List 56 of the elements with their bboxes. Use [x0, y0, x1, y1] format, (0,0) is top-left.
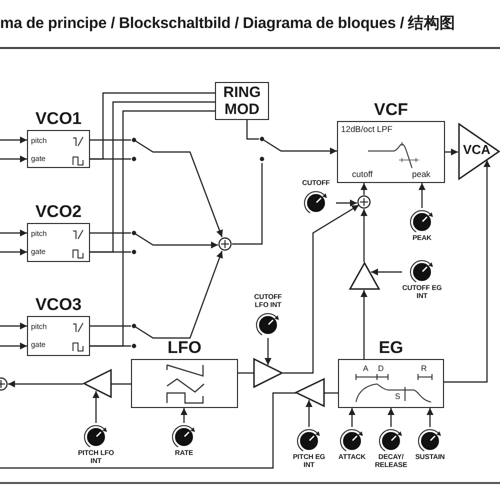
port-label: peak	[412, 170, 430, 178]
module-title: LFO	[166, 338, 202, 358]
module-title: VCF	[373, 100, 409, 120]
arrow	[360, 183, 368, 195]
port-label: cutoff	[352, 170, 373, 178]
arrow	[418, 183, 426, 208]
arrow	[0, 136, 27, 144]
connector-line	[90, 92, 215, 160]
connector-line	[90, 101, 215, 253]
arrow	[160, 151, 223, 238]
arrow	[348, 408, 356, 427]
connector-line	[238, 372, 254, 374]
connector-line	[90, 139, 131, 141]
arrow	[336, 200, 357, 206]
arrow	[360, 290, 368, 359]
connector-line	[324, 392, 338, 394]
arrow	[444, 160, 490, 383]
module-title: VCO3	[34, 295, 83, 315]
port-label: 12dB/oct LPF	[341, 125, 393, 134]
connector-line	[90, 110, 215, 347]
arrow	[264, 338, 272, 365]
connector-line	[0, 392, 296, 469]
arrow	[92, 391, 100, 423]
module-title: RING MOD	[222, 84, 262, 118]
module-title: VCA	[463, 143, 490, 156]
port-label: R	[421, 365, 427, 373]
arrow	[160, 242, 218, 248]
arrow	[426, 408, 434, 427]
arrow	[0, 156, 27, 162]
arrow	[388, 408, 394, 427]
connector-line	[90, 325, 131, 327]
arrow	[8, 380, 83, 388]
arrow	[371, 268, 402, 276]
module-title: VCO1	[34, 109, 83, 129]
connector-line	[90, 232, 131, 234]
arrow	[180, 408, 188, 423]
arrow	[0, 248, 27, 256]
module-title: EG	[378, 338, 404, 358]
arrow	[360, 209, 368, 262]
arrow	[306, 400, 312, 427]
arrow	[0, 322, 27, 330]
arrow	[0, 230, 27, 236]
arrow	[445, 148, 458, 156]
arrow	[0, 342, 27, 350]
port-label: D	[378, 365, 384, 373]
module-title: VCO2	[34, 202, 83, 222]
connector-line	[246, 120, 259, 140]
ring-modulator-box	[215, 82, 269, 120]
connector-line	[111, 383, 131, 385]
arrow	[285, 148, 337, 154]
port-label: A	[363, 365, 368, 373]
arrow	[160, 250, 223, 339]
connector-line	[232, 163, 263, 245]
diagram-title: ma de principe / Blockschaltbild / Diagrama de bloques / 结构图	[0, 14, 456, 34]
arrow	[283, 204, 360, 374]
port-label: S	[395, 393, 400, 401]
